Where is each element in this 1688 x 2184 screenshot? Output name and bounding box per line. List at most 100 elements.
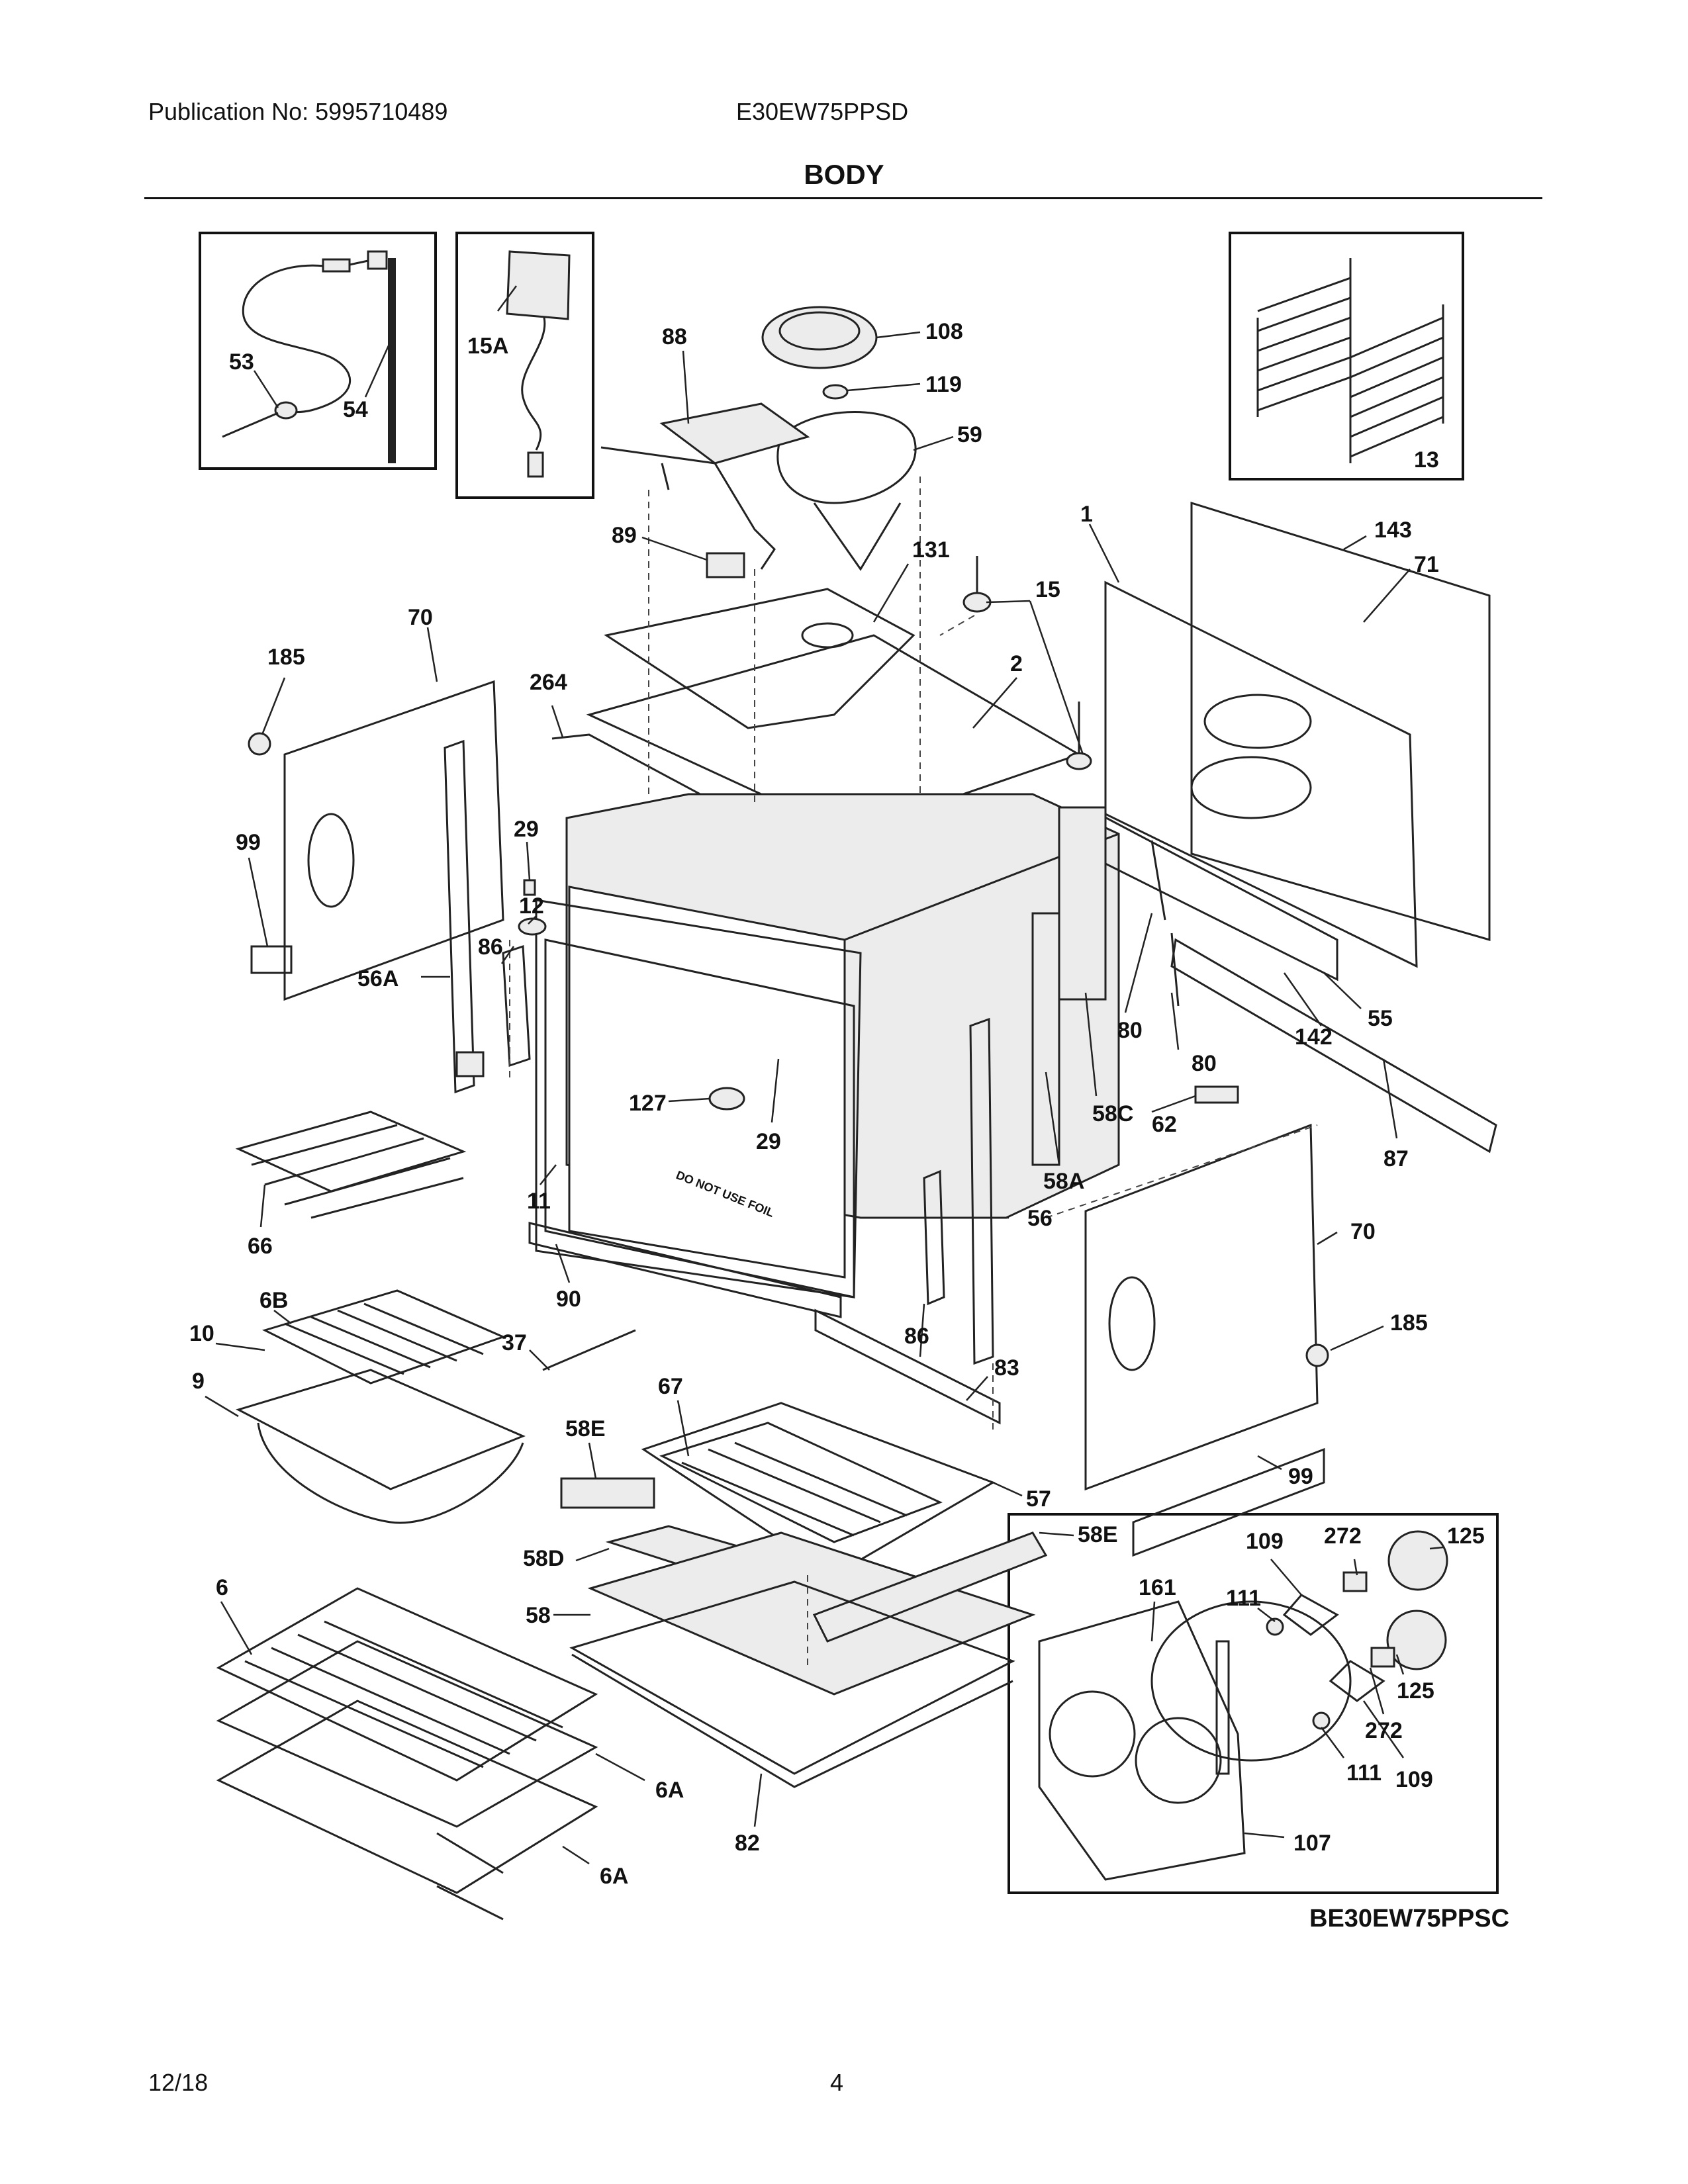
callout-109-upper: 109 — [1246, 1529, 1284, 1554]
callout-12: 12 — [519, 893, 544, 919]
callout-70-left: 70 — [408, 605, 433, 630]
light-socket-part — [962, 556, 1092, 770]
callout-58A: 58A — [1043, 1169, 1084, 1194]
callout-131: 131 — [912, 537, 950, 563]
callout-87: 87 — [1383, 1146, 1409, 1171]
callout-29-upper: 29 — [514, 817, 539, 842]
callout-67: 67 — [658, 1374, 683, 1399]
callout-272-lower: 272 — [1365, 1718, 1403, 1743]
callout-86-lower: 86 — [904, 1324, 929, 1349]
convection-fan-cover-part — [1038, 1600, 1246, 1881]
callout-13: 13 — [1414, 447, 1439, 473]
callout-2: 2 — [1010, 651, 1023, 676]
bake-element-part — [659, 1422, 943, 1543]
header-rule — [144, 197, 1542, 199]
callout-185-left: 185 — [267, 645, 305, 670]
callout-58D: 58D — [523, 1546, 564, 1571]
left-side-panel-part — [250, 680, 504, 1001]
callout-9: 9 — [192, 1369, 205, 1394]
meat-probe-part — [222, 250, 388, 438]
callout-272-upper: 272 — [1324, 1524, 1362, 1549]
callout-90: 90 — [556, 1287, 581, 1312]
page-title: BODY — [804, 159, 884, 190]
callout-89: 89 — [612, 523, 637, 548]
callout-58E-left: 58E — [565, 1416, 606, 1441]
convection-fan-part — [1266, 1594, 1385, 1730]
callout-58: 58 — [526, 1603, 551, 1628]
callout-99-right: 99 — [1288, 1464, 1313, 1489]
terminal-block-part — [1194, 1085, 1239, 1104]
left-trim-part — [444, 739, 531, 1094]
model-number: E30EW75PPSD — [736, 98, 909, 125]
callout-125-upper: 125 — [1447, 1524, 1485, 1549]
callout-56A: 56A — [357, 966, 399, 991]
callout-107: 107 — [1293, 1831, 1331, 1856]
callout-71: 71 — [1414, 552, 1439, 577]
thermostat-part — [706, 552, 745, 578]
callout-111-lower: 111 — [1346, 1760, 1382, 1786]
page-number: 4 — [830, 2069, 844, 2096]
callout-80-right: 80 — [1192, 1051, 1217, 1076]
rack-supports-part — [1256, 258, 1444, 463]
callout-264: 264 — [530, 670, 567, 695]
inset-box-module — [455, 232, 594, 499]
callout-56: 56 — [1027, 1206, 1053, 1231]
probe-receptacle-strip — [388, 258, 396, 463]
callout-6A-lower: 6A — [600, 1864, 628, 1889]
rear-panel-part — [1104, 501, 1491, 968]
callout-10: 10 — [189, 1321, 214, 1346]
top-cover-part — [604, 588, 915, 729]
broil-pan-part — [236, 1369, 526, 1524]
insulation-part — [1031, 806, 1107, 1166]
bottom-insulation-part — [560, 1477, 1048, 1696]
door-gasket-part — [544, 938, 855, 1298]
inset-box-probe — [199, 232, 437, 470]
right-side-panel-part — [1084, 1123, 1329, 1557]
oven-cavity-part — [535, 793, 1120, 1298]
bottom-tray-part — [569, 1580, 1015, 1788]
callout-53: 53 — [229, 349, 254, 375]
callout-15: 15 — [1035, 577, 1060, 602]
inset-box-convection — [1008, 1513, 1499, 1894]
cooling-fan-part — [761, 306, 878, 400]
callout-6: 6 — [216, 1575, 228, 1600]
broil-grid-part — [261, 1289, 506, 1385]
callout-185-right: 185 — [1390, 1310, 1428, 1336]
right-trim-part — [923, 1017, 994, 1365]
callout-66: 66 — [248, 1234, 273, 1259]
callout-11: 11 — [527, 1189, 551, 1214]
callout-55: 55 — [1368, 1006, 1393, 1031]
callout-29-lower: 29 — [756, 1129, 781, 1154]
oven-rack-part — [216, 1587, 598, 1921]
vent-duct-part — [600, 402, 810, 570]
callout-54: 54 — [343, 397, 368, 422]
callout-62: 62 — [1152, 1112, 1177, 1137]
diagram-code: BE30EW75PPSC — [1309, 1905, 1510, 1933]
callout-82: 82 — [735, 1831, 760, 1856]
callout-57: 57 — [1026, 1486, 1051, 1512]
callout-142: 142 — [1295, 1024, 1333, 1050]
callout-86-upper: 86 — [478, 934, 503, 960]
callout-111-upper: 111 — [1226, 1586, 1261, 1611]
callout-127: 127 — [629, 1091, 667, 1116]
rear-bracket-part — [1098, 812, 1497, 1154]
callout-37: 37 — [502, 1330, 527, 1355]
callout-83: 83 — [994, 1355, 1019, 1381]
bottom-trim-part — [528, 1222, 1001, 1425]
callout-108: 108 — [925, 319, 963, 344]
callout-59: 59 — [957, 422, 982, 447]
broil-element-part — [235, 1051, 485, 1219]
revision-date: 12/18 — [148, 2069, 209, 2096]
callout-99-left: 99 — [236, 830, 261, 855]
convection-motor-part — [1342, 1530, 1448, 1670]
callout-80-left: 80 — [1117, 1018, 1143, 1043]
callout-58E-right: 58E — [1078, 1522, 1118, 1547]
callout-1: 1 — [1080, 502, 1093, 527]
leader-lines — [205, 285, 1444, 1865]
callout-119: 119 — [925, 372, 962, 397]
control-module-part — [506, 250, 571, 478]
callout-70-right: 70 — [1350, 1219, 1376, 1244]
callout-58C: 58C — [1092, 1101, 1133, 1126]
knob-part — [248, 732, 271, 756]
